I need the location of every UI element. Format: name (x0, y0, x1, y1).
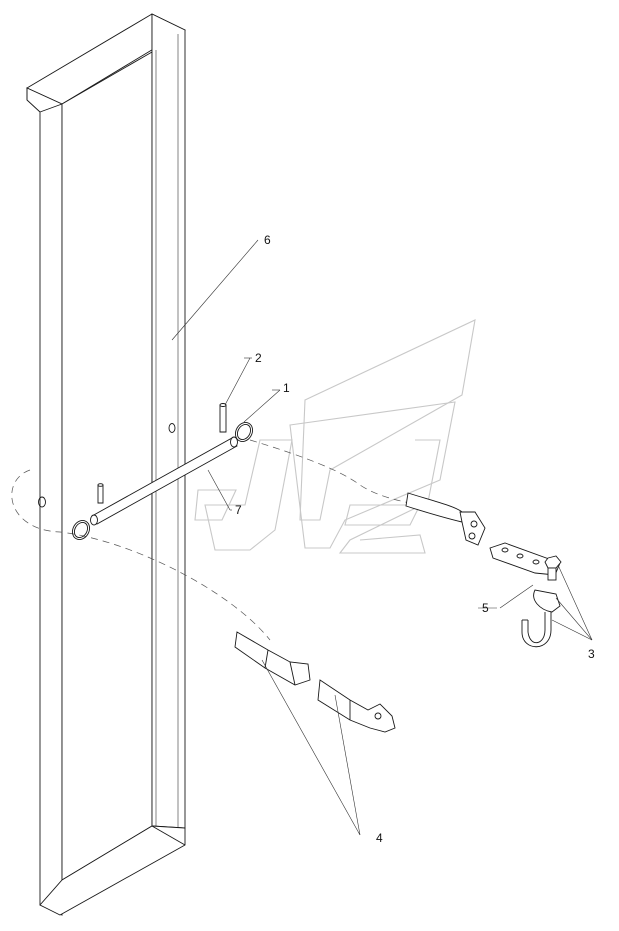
leader-lines (171, 239, 593, 836)
o-ring (72, 422, 253, 540)
strap-lower-2 (317, 679, 396, 733)
shaft-rod (90, 436, 238, 526)
callout-dashes (230, 357, 497, 609)
strap-lower-1 (234, 631, 311, 686)
channel-post (26, 13, 186, 916)
bracket-assembly (489, 542, 562, 648)
strap-routing-path (11, 439, 411, 641)
pin (97, 403, 227, 504)
strap-upper (405, 492, 486, 546)
callout-label: 6 (264, 233, 271, 247)
callout-label: 3 (588, 647, 595, 661)
callout-label: 7 (235, 503, 242, 517)
watermark-logo (194, 319, 476, 554)
callout-labels: 1 2 3 4 5 6 7 (235, 233, 595, 845)
callout-label: 4 (376, 831, 383, 845)
callout-label: 1 (283, 381, 290, 395)
callout-label: 2 (255, 351, 262, 365)
